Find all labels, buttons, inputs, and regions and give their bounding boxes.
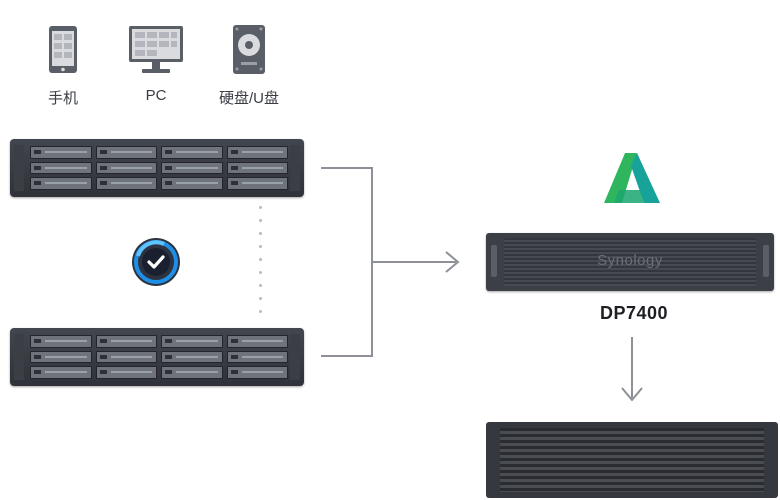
source-label-drive: 硬盘/U盘 <box>218 90 279 107</box>
source-label-phone: 手机 <box>47 90 78 107</box>
hard-drive-icon <box>232 24 266 76</box>
synology-brand: Synology <box>597 252 663 269</box>
monitor-icon <box>128 25 184 75</box>
source-label-pc: PC <box>145 87 167 104</box>
active-protect-logo <box>600 152 662 204</box>
mobile-phone-icon <box>46 25 80 75</box>
expansion-unit <box>486 422 778 498</box>
nas-server-bottom <box>10 328 304 386</box>
backup-sync-icon <box>130 236 182 288</box>
dp7400-label: DP7400 <box>599 303 669 323</box>
nas-server-top <box>10 139 304 197</box>
dp7400-appliance: Synology <box>486 233 774 291</box>
